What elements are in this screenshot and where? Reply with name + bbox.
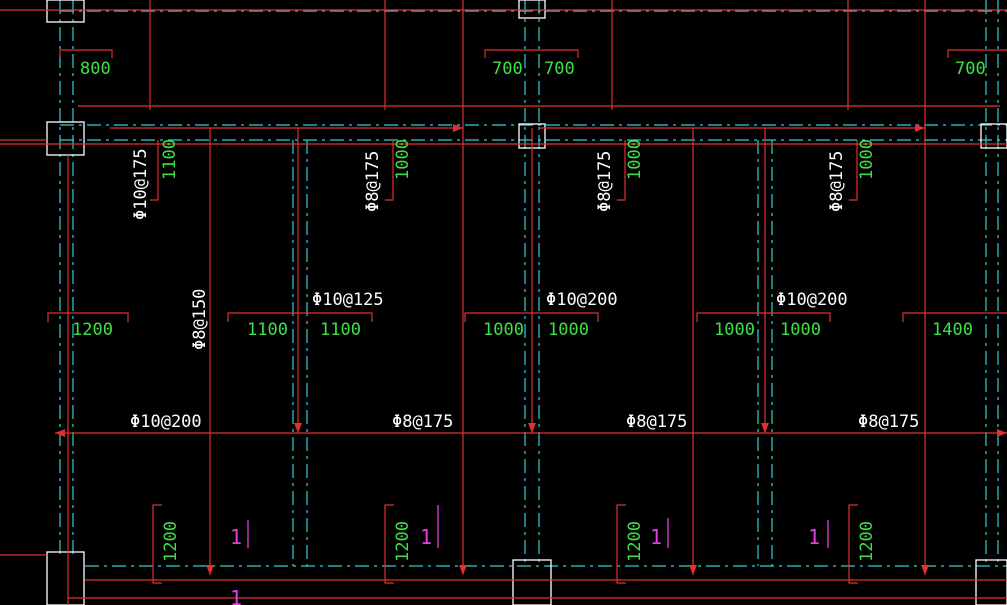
column[interactable] (46, 121, 85, 156)
rebar-label: Φ8@175 (626, 412, 687, 432)
dimension-label: 1100 (247, 320, 288, 340)
rebar-label: Φ10@175 (131, 148, 151, 220)
rebar-label: Φ8@175 (595, 151, 615, 212)
dimension-label: 1200 (393, 521, 413, 562)
lower-dimensions: 1200 1200 1200 1200 (161, 521, 877, 562)
beam-outlines (59, 0, 1007, 567)
top-dimensions: 800 700 700 700 (80, 59, 986, 79)
column[interactable] (46, 0, 85, 23)
dimension-label: 1100 (320, 320, 361, 340)
rebar-label: Φ8@175 (827, 151, 847, 212)
rebar-label: Φ10@200 (546, 290, 618, 310)
section-mark: 1 (230, 586, 242, 605)
dimension-label: 1000 (714, 320, 755, 340)
rebar-label: Φ8@175 (363, 151, 383, 212)
dimension-label: 1000 (393, 139, 413, 180)
rebar-label: Φ10@200 (130, 412, 202, 432)
column[interactable] (980, 123, 1007, 149)
vertical-labels: Φ10@175 1100 Φ8@175 1000 Φ8@175 1000 Φ8@… (131, 139, 877, 350)
rebar-label: Φ8@175 (858, 412, 919, 432)
section-mark: 1 (650, 525, 662, 549)
section-mark: 1 (230, 525, 242, 549)
column[interactable] (518, 0, 546, 19)
section-mark: 1 (420, 525, 432, 549)
dimension-label: 700 (544, 59, 575, 79)
dimension-label: 1200 (857, 521, 877, 562)
dimension-label: 1400 (932, 320, 973, 340)
mid-rebar-labels: Φ10@125 Φ10@200 Φ10@200 (312, 290, 848, 310)
rebar-label: Φ8@175 (392, 412, 453, 432)
dimension-label: 800 (80, 59, 111, 79)
dimension-label: 1200 (72, 320, 113, 340)
dimension-label: 1000 (625, 139, 645, 180)
dimension-label: 1200 (161, 521, 181, 562)
mid-dimensions: 1200 1100 1100 1000 1000 1000 1000 1400 (72, 320, 973, 340)
section-mark: 1 (808, 525, 820, 549)
rebar-label: Φ10@200 (776, 290, 848, 310)
dimension-label: 1200 (625, 521, 645, 562)
dimension-label: 1100 (160, 139, 180, 180)
column[interactable] (512, 559, 552, 605)
section-marks: 1 1 1 1 1 (230, 505, 829, 605)
dimension-label: 1000 (483, 320, 524, 340)
dimension-label: 1000 (857, 139, 877, 180)
column[interactable] (46, 551, 85, 605)
bottom-rebar-labels: Φ10@200 Φ8@175 Φ8@175 Φ8@175 (130, 412, 919, 432)
dimension-label: 700 (492, 59, 523, 79)
dimension-label: 1000 (548, 320, 589, 340)
rebar-arrows (55, 124, 1007, 575)
rebar-label: Φ10@125 (312, 290, 384, 310)
rebar-label: Φ8@150 (190, 289, 210, 350)
dimension-label: 1000 (780, 320, 821, 340)
dimension-label: 700 (955, 59, 986, 79)
column[interactable] (975, 559, 1007, 605)
